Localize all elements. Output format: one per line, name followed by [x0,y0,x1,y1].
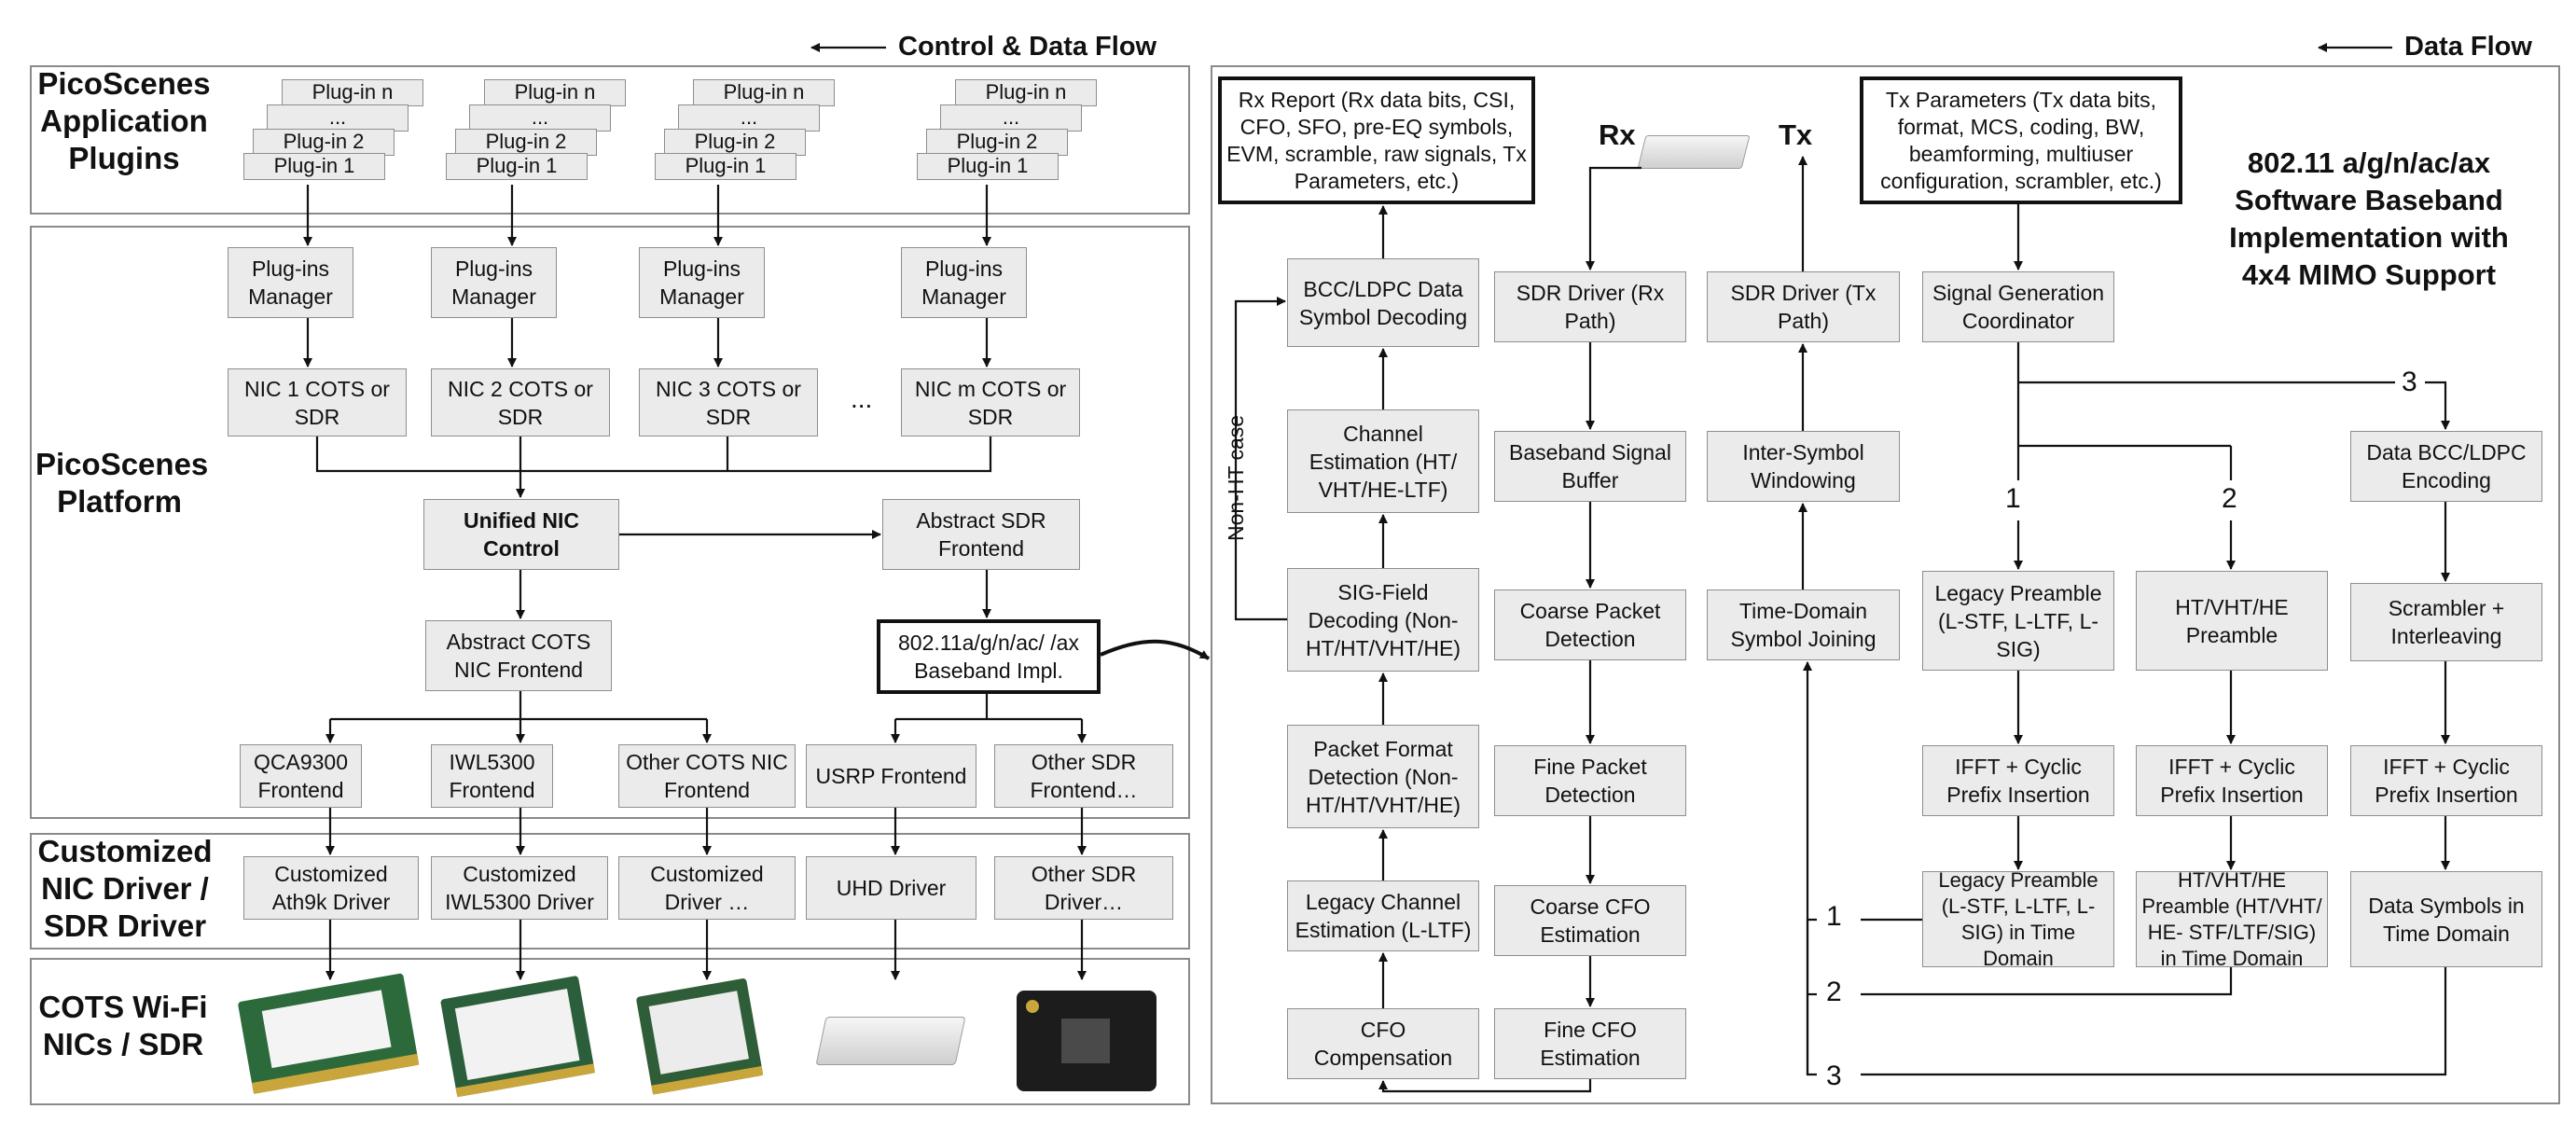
branch-number-2-top: 2 [2222,483,2237,514]
branch-number-1-top: 1 [2005,483,2021,514]
cfo-compensation[interactable]: CFO Compensation [1287,1008,1479,1079]
baseband-title: 802.11 a/g/n/ac/ax Software Baseband Imp… [2229,146,2509,291]
connector-49 [1378,1079,1592,1093]
nic-3-label: NIC 3 COTS or SDR [656,376,801,429]
plugins-manager-2[interactable]: Plug-ins Manager [431,247,557,318]
baseband-link-curve [1100,639,1211,660]
rx-label: Rx [1599,118,1636,151]
fine-packet-detection[interactable]: Fine Packet Detection [1494,745,1686,816]
connector-70 [1861,967,2447,1076]
connector-10 [315,437,992,473]
plugin-1-stack-3[interactable]: Plug-in 1 [655,153,796,180]
nic-2[interactable]: NIC 2 COTS or SDR [431,368,610,437]
ifft-data[interactable]: IFFT + Cyclic Prefix Insertion [2350,745,2542,816]
plugin-1-stack-4[interactable]: Plug-in 1 [917,153,1059,180]
rx-report-box[interactable]: Rx Report (Rx data bits, CSI, CFO, SFO, … [1218,76,1535,204]
tx-parameters-box[interactable]: Tx Parameters (Tx data bits, format, MCS… [1860,76,2182,204]
bcc-ldpc-decoding[interactable]: BCC/LDPC Data Symbol Decoding [1287,258,1479,347]
ifft-legacy[interactable]: IFFT + Cyclic Prefix Insertion [1922,745,2114,816]
plugin-1-stack-2[interactable]: Plug-in 1 [446,153,588,180]
plugin-1-stack-1[interactable]: Plug-in 1 [243,153,385,180]
hardware-panel [30,958,1190,1105]
baseband-impl[interactable]: 802.11a/g/n/ac/ /ax Baseband Impl. [877,619,1101,694]
sdr-driver-tx[interactable]: SDR Driver (Tx Path) [1707,271,1900,342]
other-sdr-driver[interactable]: Other SDR Driver… [994,856,1173,920]
ht-preamble-time-domain[interactable]: HT/VHT/HE Preamble (HT/VHT/ HE- STF/LTF/… [2136,868,2328,970]
nic-1[interactable]: NIC 1 COTS or SDR [228,368,407,437]
iwl5300-driver[interactable]: Customized IWL5300 Driver [431,856,608,920]
unified-nic-control[interactable]: Unified NIC Control [423,499,619,570]
coarse-packet-detection[interactable]: Coarse Packet Detection [1494,589,1686,660]
sdr-board-connector [1026,1000,1039,1013]
coarse-cfo-estimation[interactable]: Coarse CFO Estimation [1494,885,1686,956]
connector-69 [1861,967,2233,996]
sig-field-decoding[interactable]: SIG-Field Decoding (Non- HT/HT/VHT/HE) [1287,568,1479,672]
plugin-n-stack-2[interactable]: Plug-in n [484,79,626,106]
control-data-flow-label: Control & Data Flow [898,32,1157,62]
legacy-preamble-time-domain[interactable]: Legacy Preamble (L-STF, L-LTF, L- SIG) i… [1922,868,2114,970]
plugin-ellipsis-stack-3[interactable]: ... [678,104,820,132]
plugin-n-stack-3[interactable]: Plug-in n [693,79,835,106]
connector-41 [1234,297,1287,621]
packet-format-detection[interactable]: Packet Format Detection (Non- HT/HT/VHT/… [1287,725,1479,828]
plugin-2-stack-1[interactable]: Plug-in 2 [253,129,395,156]
branch-number-3-bottom: 3 [1826,1061,1842,1091]
usrp-frontend[interactable]: USRP Frontend [806,744,976,808]
data-symbols-time-domain[interactable]: Data Symbols in Time Domain [2350,871,2542,967]
other-sdr-frontend[interactable]: Other SDR Frontend… [994,744,1173,808]
qca9300-frontend[interactable]: QCA9300 Frontend [240,744,362,808]
nic-ellipsis: ... [851,384,873,413]
inter-symbol-windowing[interactable]: Inter-Symbol Windowing [1707,431,1900,502]
platform-section-label: PicoScenes Platform [35,447,209,519]
other-cots-frontend[interactable]: Other COTS NIC Frontend [618,744,796,808]
nics-section-label: COTS Wi-Fi NICs / SDR [38,990,208,1061]
plugin-ellipsis-stack-2[interactable]: ... [469,104,611,132]
uhd-driver[interactable]: UHD Driver [806,856,976,920]
connector-55 [2425,381,2450,430]
data-flow-label: Data Flow [2404,32,2532,62]
ifft-ht[interactable]: IFFT + Cyclic Prefix Insertion [2136,745,2328,816]
nic-3[interactable]: NIC 3 COTS or SDR [639,368,818,437]
legacy-preamble[interactable]: Legacy Preamble (L-STF, L-LTF, L- SIG) [1922,571,2114,671]
nic-m-label: NIC m COTS or SDR [914,376,1067,429]
plugins-manager-3[interactable]: Plug-ins Manager [639,247,765,318]
plugins-manager-4[interactable]: Plug-ins Manager [901,247,1027,318]
branch-number-1-bottom: 1 [1826,901,1842,932]
channel-estimation[interactable]: Channel Estimation (HT/ VHT/HE-LTF) [1287,409,1479,513]
plugins-section-label: PicoScenes Application Plugins [37,66,211,175]
sdr-board-chip [1061,1019,1110,1063]
signal-generation-coordinator[interactable]: Signal Generation Coordinator [1922,271,2114,342]
nic-m[interactable]: NIC m COTS or SDR [901,368,1080,437]
branch-number-2-bottom: 2 [1826,977,1842,1007]
plugin-2-stack-3[interactable]: Plug-in 2 [664,129,806,156]
plugins-manager-1[interactable]: Plug-ins Manager [228,247,353,318]
scrambler-interleaving[interactable]: Scrambler + Interleaving [2350,583,2542,661]
plugin-2-stack-4[interactable]: Plug-in 2 [926,129,1068,156]
legacy-channel-estimation[interactable]: Legacy Channel Estimation (L-LTF) [1287,880,1479,951]
connector-71 [1806,918,1817,1074]
customized-driver[interactable]: Customized Driver … [618,856,796,920]
connector-73 [1803,661,1817,1076]
sdr-board [1017,991,1156,1091]
driver-section-label: Customized NIC Driver / SDR Driver [37,834,213,943]
plugin-n-stack-4[interactable]: Plug-in n [955,79,1097,106]
time-domain-symbol-joining[interactable]: Time-Domain Symbol Joining [1707,589,1900,660]
nic-1-label: NIC 1 COTS or SDR [244,376,390,429]
fine-cfo-estimation[interactable]: Fine CFO Estimation [1494,1008,1686,1079]
abstract-sdr-frontend[interactable]: Abstract SDR Frontend [882,499,1080,570]
abstract-cots-frontend[interactable]: Abstract COTS NIC Frontend [425,620,612,691]
connector-42 [1586,166,1641,270]
tx-label: Tx [1779,118,1813,151]
branch-number-3-top: 3 [2402,367,2417,397]
plugin-n-stack-1[interactable]: Plug-in n [282,79,423,106]
iwl5300-frontend[interactable]: IWL5300 Frontend [431,744,553,808]
baseband-signal-buffer[interactable]: Baseband Signal Buffer [1494,431,1686,502]
ht-vht-he-preamble[interactable]: HT/VHT/HE Preamble [2136,571,2328,671]
nic-2-label: NIC 2 COTS or SDR [448,376,593,429]
data-bcc-ldpc-encoding[interactable]: Data BCC/LDPC Encoding [2350,431,2542,502]
sdr-driver-rx[interactable]: SDR Driver (Rx Path) [1494,271,1686,342]
ath9k-driver[interactable]: Customized Ath9k Driver [243,856,419,920]
